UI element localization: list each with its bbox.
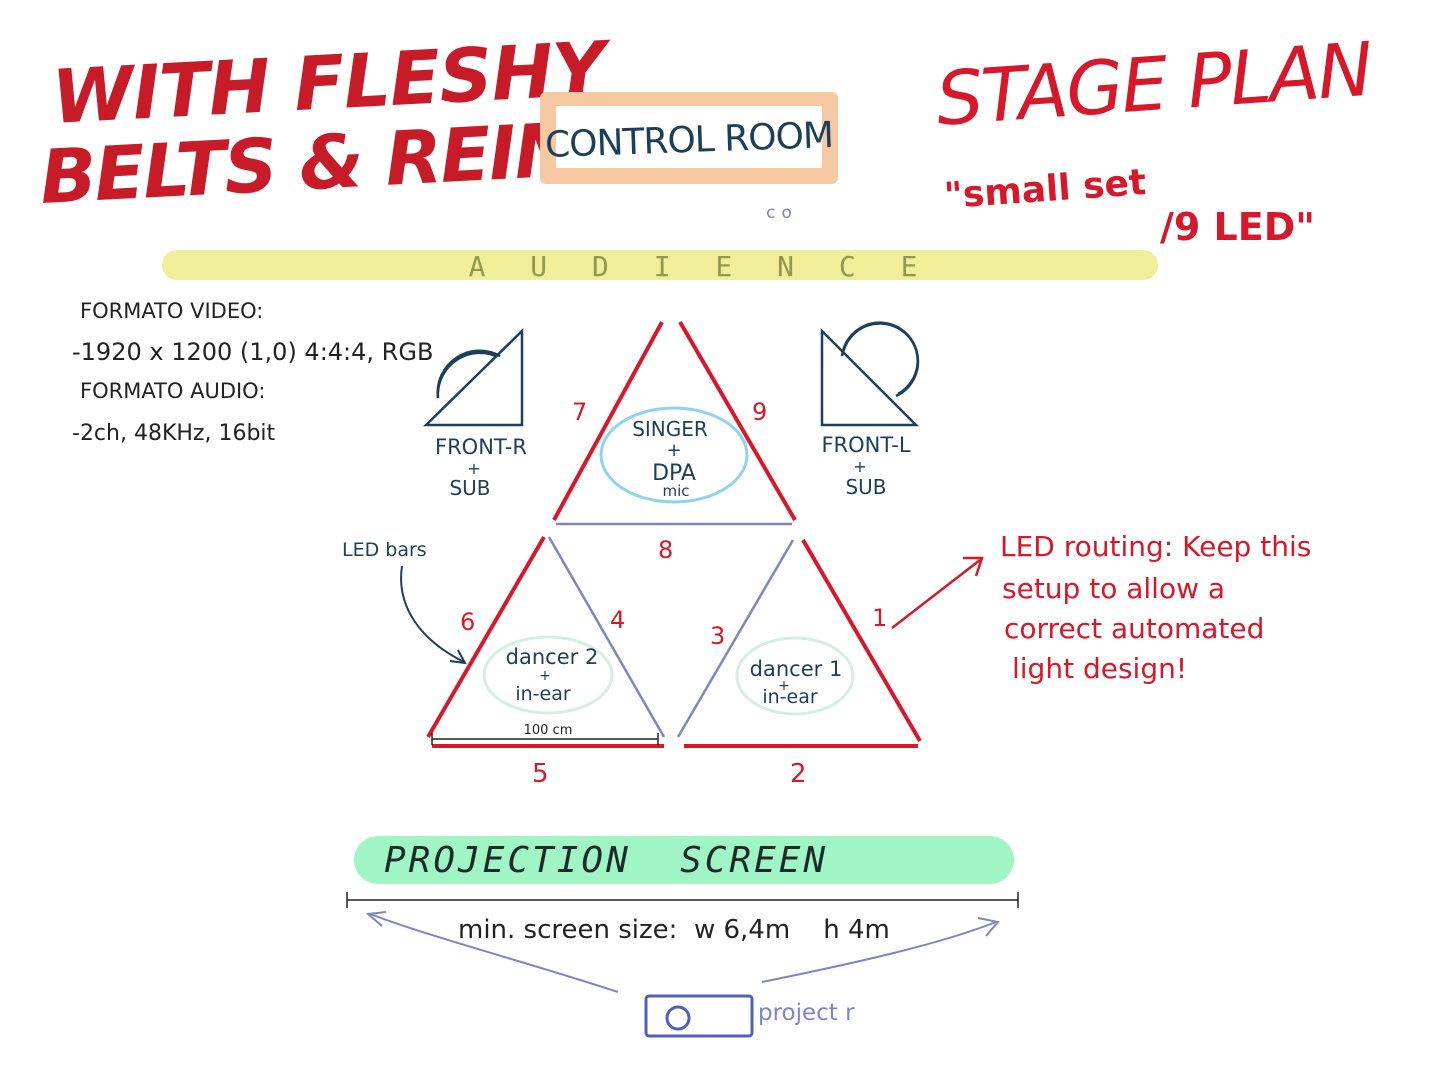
performer-dancer1: dancer 1 + in-ear [735, 636, 855, 716]
dancer2-line1: dancer 2 [506, 645, 599, 669]
speaker-front-l-triangle [820, 327, 920, 427]
singer-line2: + [666, 440, 681, 461]
led-bars-label: LED bars [342, 539, 427, 561]
dimension-label: 100 cm [524, 723, 573, 738]
projector-throw-left [369, 913, 619, 993]
dancer1-area [735, 636, 855, 716]
led-number-5: 5 [532, 759, 549, 789]
led-number-2: 2 [790, 759, 807, 789]
led-bar-4 [547, 536, 666, 738]
singer-area [599, 406, 749, 504]
dancer2-area [482, 635, 614, 715]
dancer2-line3: in-ear [515, 683, 571, 705]
show-title: WITH FLESHY BELTS & REINS [38, 26, 628, 221]
dancer2-line2: + [539, 668, 551, 684]
dancer1-line2: + [778, 678, 790, 694]
led-bar-7 [552, 321, 664, 521]
singer-line1: SINGER [632, 417, 708, 441]
projector-lens-icon [665, 1005, 691, 1031]
led-number-4: 4 [610, 606, 625, 634]
led-number-7: 7 [572, 398, 587, 426]
led-routing-note: LED routing: Keep this setup to allow a … [891, 530, 1311, 685]
control-room-label: CONTROL ROOM [544, 115, 833, 166]
control-room-inner [556, 106, 822, 168]
led-bar-1 [801, 538, 922, 743]
projector-throw-right [761, 921, 997, 983]
speaker-front-l-label: FRONT-L [821, 433, 910, 457]
led-bars-arrow [400, 565, 465, 663]
audio-format-value: -2ch, 48KHz, 16bit [72, 421, 276, 446]
led-number-8: 8 [658, 536, 673, 564]
video-format-value: -1920 x 1200 (1,0) 4:4:4, RGB [72, 338, 433, 366]
dancer1-line1: dancer 1 [750, 657, 843, 681]
speaker-front-r: FRONT-R + SUB [422, 328, 527, 500]
speaker-front-r-label: FRONT-R [435, 435, 527, 459]
led-bar-6 [426, 535, 546, 739]
control-room: CONTROL ROOM co [540, 92, 838, 223]
led-number-3: 3 [710, 622, 725, 650]
stage-plan-header: STAGE PLAN "small set /9 LED" [934, 27, 1375, 249]
speaker-front-r-plus: + [467, 459, 480, 478]
projector-label: project r [758, 1000, 855, 1026]
led-layout: 100 cm 1 2 3 4 5 6 7 8 9 [426, 320, 922, 789]
led-routing-line2: setup to allow a [1002, 572, 1225, 605]
stage-plan-title: STAGE PLAN [934, 27, 1375, 143]
led-number-1: 1 [872, 604, 887, 632]
led-bar-9 [678, 320, 797, 522]
projection-screen-bar [354, 836, 1014, 884]
led-number-6: 6 [460, 608, 475, 636]
led-bar-3 [676, 539, 795, 738]
audio-format-heading: FORMATO AUDIO: [80, 379, 265, 403]
projector-body [644, 994, 754, 1038]
led-routing-line4: light design! [1012, 652, 1187, 685]
projection-screen: PROJECTION SCREEN min. screen size: w 6,… [346, 836, 1019, 1038]
speaker-front-l-plus: + [853, 457, 866, 476]
audience-label: A U D I E N C E [469, 250, 932, 283]
format-notes: FORMATO VIDEO: -1920 x 1200 (1,0) 4:4:4,… [72, 299, 433, 446]
singer-line4: mic [662, 482, 689, 500]
screen-size-label: min. screen size: w 6,4m h 4m [458, 915, 890, 945]
led-bars-callout: LED bars [342, 539, 467, 665]
stage-plan-subtitle-2: /9 LED" [1160, 205, 1315, 249]
audience-bar [162, 250, 1158, 280]
led-routing-line3: correct automated [1004, 612, 1264, 645]
audience-band: A U D I E N C E [162, 250, 1158, 283]
led-routing-line1: LED routing: Keep this [1000, 530, 1311, 563]
led-number-9: 9 [752, 398, 767, 426]
speaker-front-r-sub: SUB [449, 476, 490, 500]
projection-screen-label: PROJECTION SCREEN [384, 840, 828, 881]
control-room-note: co [766, 203, 798, 223]
dancer1-line3: in-ear [762, 686, 818, 708]
performer-dancer2: dancer 2 + in-ear [482, 635, 614, 715]
video-format-heading: FORMATO VIDEO: [80, 299, 263, 323]
singer-line3: DPA [652, 461, 696, 486]
stage-plan-subtitle-1: "small set [943, 162, 1148, 217]
led-routing-arrow [891, 559, 981, 629]
led-routing-arrowhead [963, 556, 984, 577]
speaker-front-l: FRONT-L + SUB [820, 321, 920, 499]
performer-singer: SINGER + DPA mic [599, 406, 749, 504]
speaker-front-l-sub: SUB [845, 475, 886, 499]
